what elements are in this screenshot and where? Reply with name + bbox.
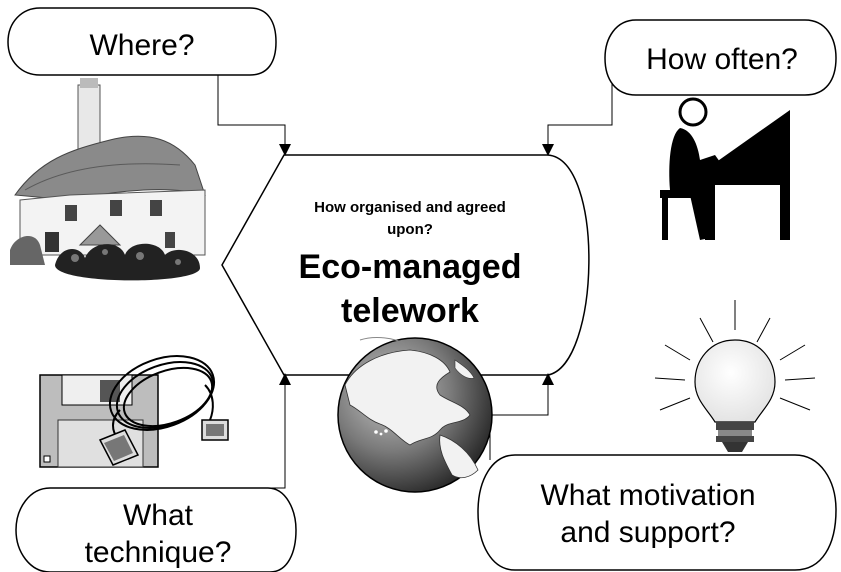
cable-illustration [39, 355, 229, 468]
bulb-illustration [654, 300, 816, 452]
connector-motivation [489, 384, 549, 460]
connector-where [217, 75, 286, 145]
center-question-line1: How organised and agreed [314, 199, 506, 216]
connector-technique [264, 384, 286, 494]
bubble-motivation-line1: What motivation [540, 479, 755, 512]
center-question-line2: upon? [387, 221, 433, 238]
connector-how-often [547, 75, 613, 145]
bubble-where: Where? [7, 7, 277, 76]
arrow-head-where [279, 144, 291, 156]
bubble-motivation: What motivation and support? [477, 454, 837, 571]
center-title-line1: Eco-managed [299, 248, 522, 286]
arrow-head-motivation [542, 373, 554, 385]
bubble-technique: What technique? [15, 487, 297, 572]
bubble-how-often: How often? [604, 19, 837, 96]
bubble-technique-line2: technique? [85, 536, 232, 569]
house-illustration [10, 78, 206, 281]
bubble-where-text: Where? [89, 29, 194, 62]
center-title-line2: telework [341, 292, 479, 330]
cable-connector-left [98, 429, 140, 466]
bubble-technique-line1: What [123, 499, 194, 532]
globe-illustration [337, 336, 493, 493]
bubble-how-often-text: How often? [646, 43, 798, 76]
cable-connector-right [201, 419, 229, 441]
worker-illustration [660, 97, 790, 240]
bubble-motivation-line2: and support? [560, 516, 735, 549]
arrow-head-technique [279, 373, 291, 385]
arrow-head-how-often [542, 144, 554, 156]
